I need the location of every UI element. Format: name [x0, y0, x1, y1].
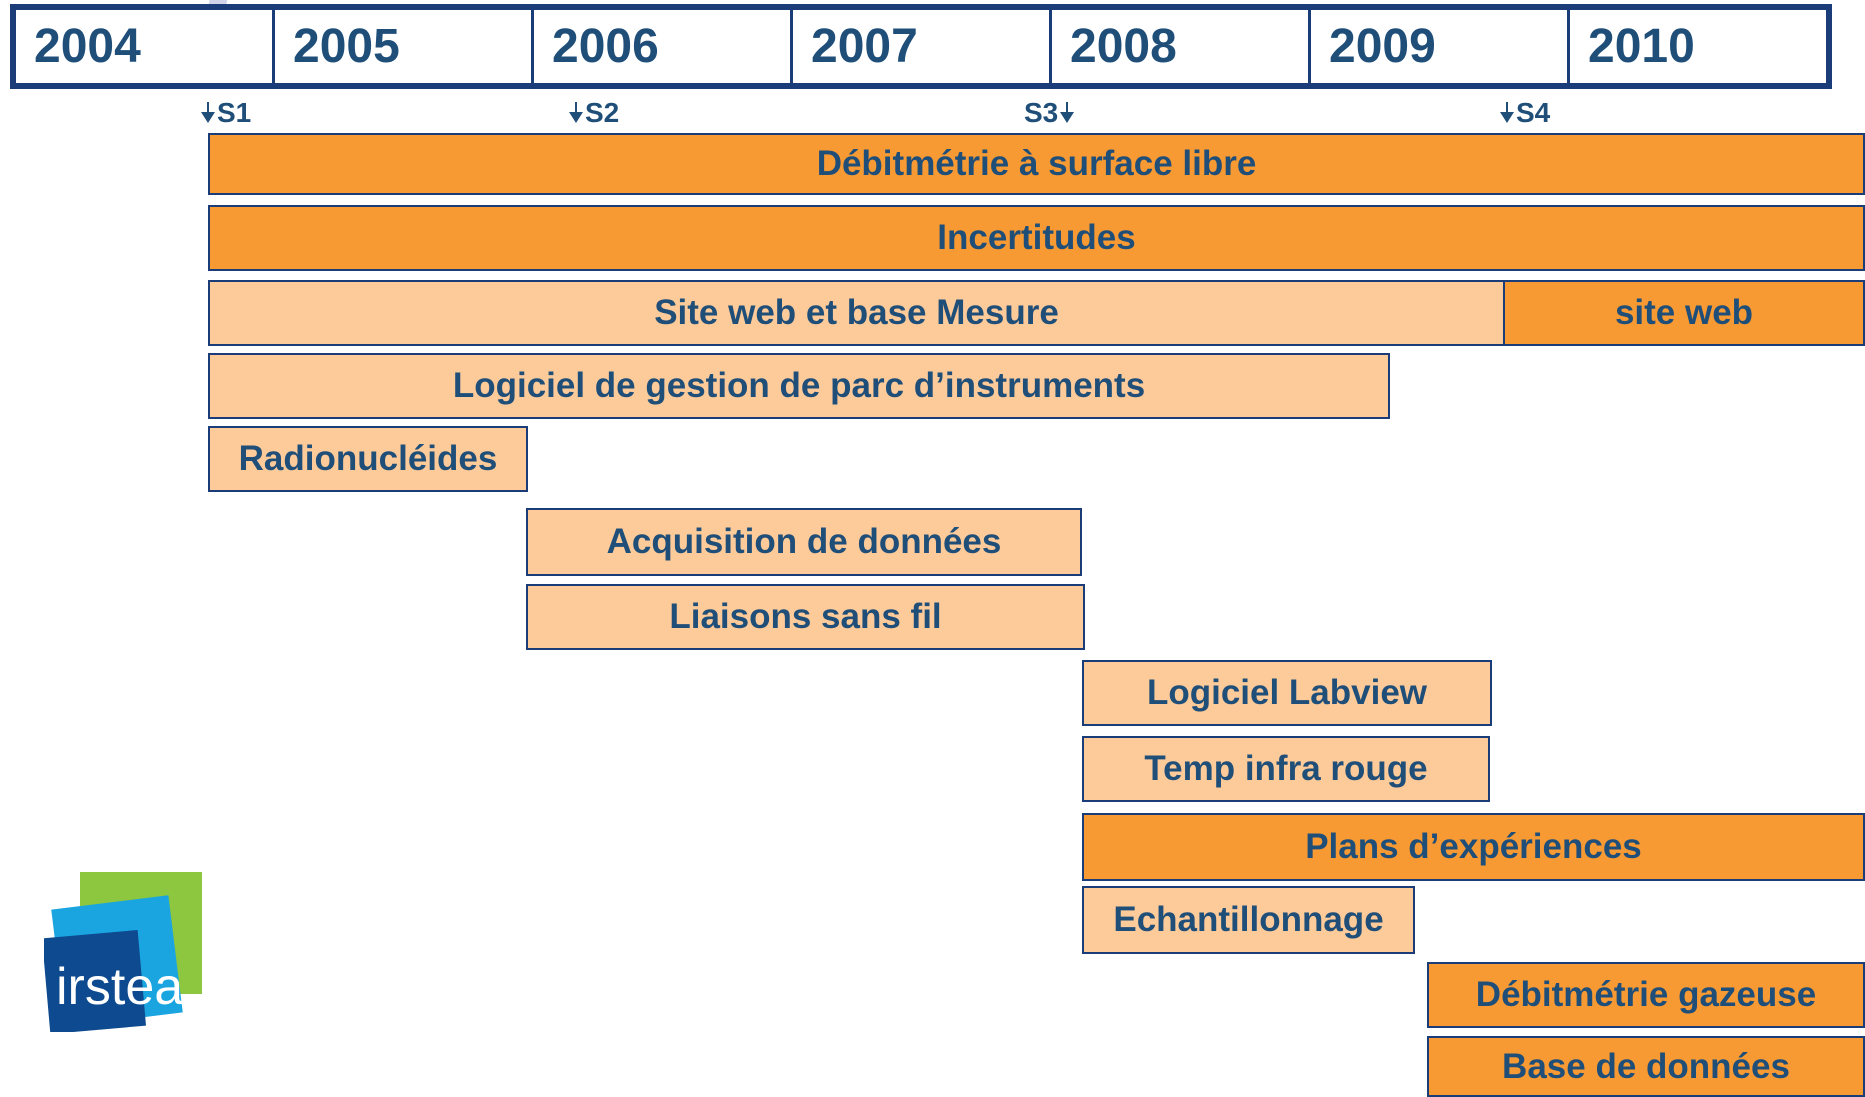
task-debitmetrie-gazeuse: Débitmétrie gazeuse	[1427, 962, 1865, 1028]
task-plans-experiences: Plans d’expériences	[1082, 813, 1865, 881]
task-base-de-donnees: Base de données	[1427, 1036, 1865, 1097]
task-logiciel-gestion-parc: Logiciel de gestion de parc d’instrument…	[208, 353, 1390, 419]
task-logiciel-labview: Logiciel Labview	[1082, 660, 1492, 726]
task-site-web: site web	[1503, 280, 1865, 346]
task-site-web-base-mesure: Site web et base Mesure	[208, 280, 1505, 346]
task-radionucleides: Radionucléides	[208, 426, 528, 492]
year-2005: 2005	[275, 10, 534, 83]
task-temp-infra-rouge: Temp infra rouge	[1082, 736, 1490, 802]
year-2009: 2009	[1311, 10, 1570, 83]
milestone-label: S1	[217, 97, 252, 128]
milestone-label: S3	[1024, 97, 1059, 128]
milestone-s3: S3	[1024, 96, 1075, 130]
milestone-label: S2	[585, 97, 620, 128]
svg-text:irstea: irstea	[56, 958, 183, 1016]
task-liaisons-sans-fil: Liaisons sans fil	[526, 584, 1085, 650]
task-echantillonnage: Echantillonnage	[1082, 886, 1415, 954]
task-acquisition-donnees: Acquisition de données	[526, 508, 1082, 576]
task-debitmetrie-surface-libre: Débitmétrie à surface libre	[208, 133, 1865, 195]
arrow-down-icon	[569, 102, 583, 124]
irstea-logo: irstea	[44, 872, 202, 1032]
arrow-down-icon	[1500, 102, 1514, 124]
milestone-s2: S2	[569, 96, 619, 130]
year-2010: 2010	[1588, 20, 1695, 73]
task-incertitudes: Incertitudes	[208, 205, 1865, 271]
year-2007: 2007	[793, 10, 1052, 83]
year-2006: 2006	[534, 10, 793, 83]
year-2004: 2004	[16, 10, 275, 83]
year-2008: 2008	[1052, 10, 1311, 83]
milestone-s4: S4	[1500, 96, 1550, 130]
year-header-bar: 2004 2005 2006 2007 2008 2009 2010	[10, 4, 1832, 89]
arrow-down-icon	[1060, 102, 1075, 124]
milestone-label: S4	[1516, 97, 1551, 128]
arrow-down-icon	[201, 102, 215, 124]
milestone-s1: S1	[201, 96, 251, 130]
